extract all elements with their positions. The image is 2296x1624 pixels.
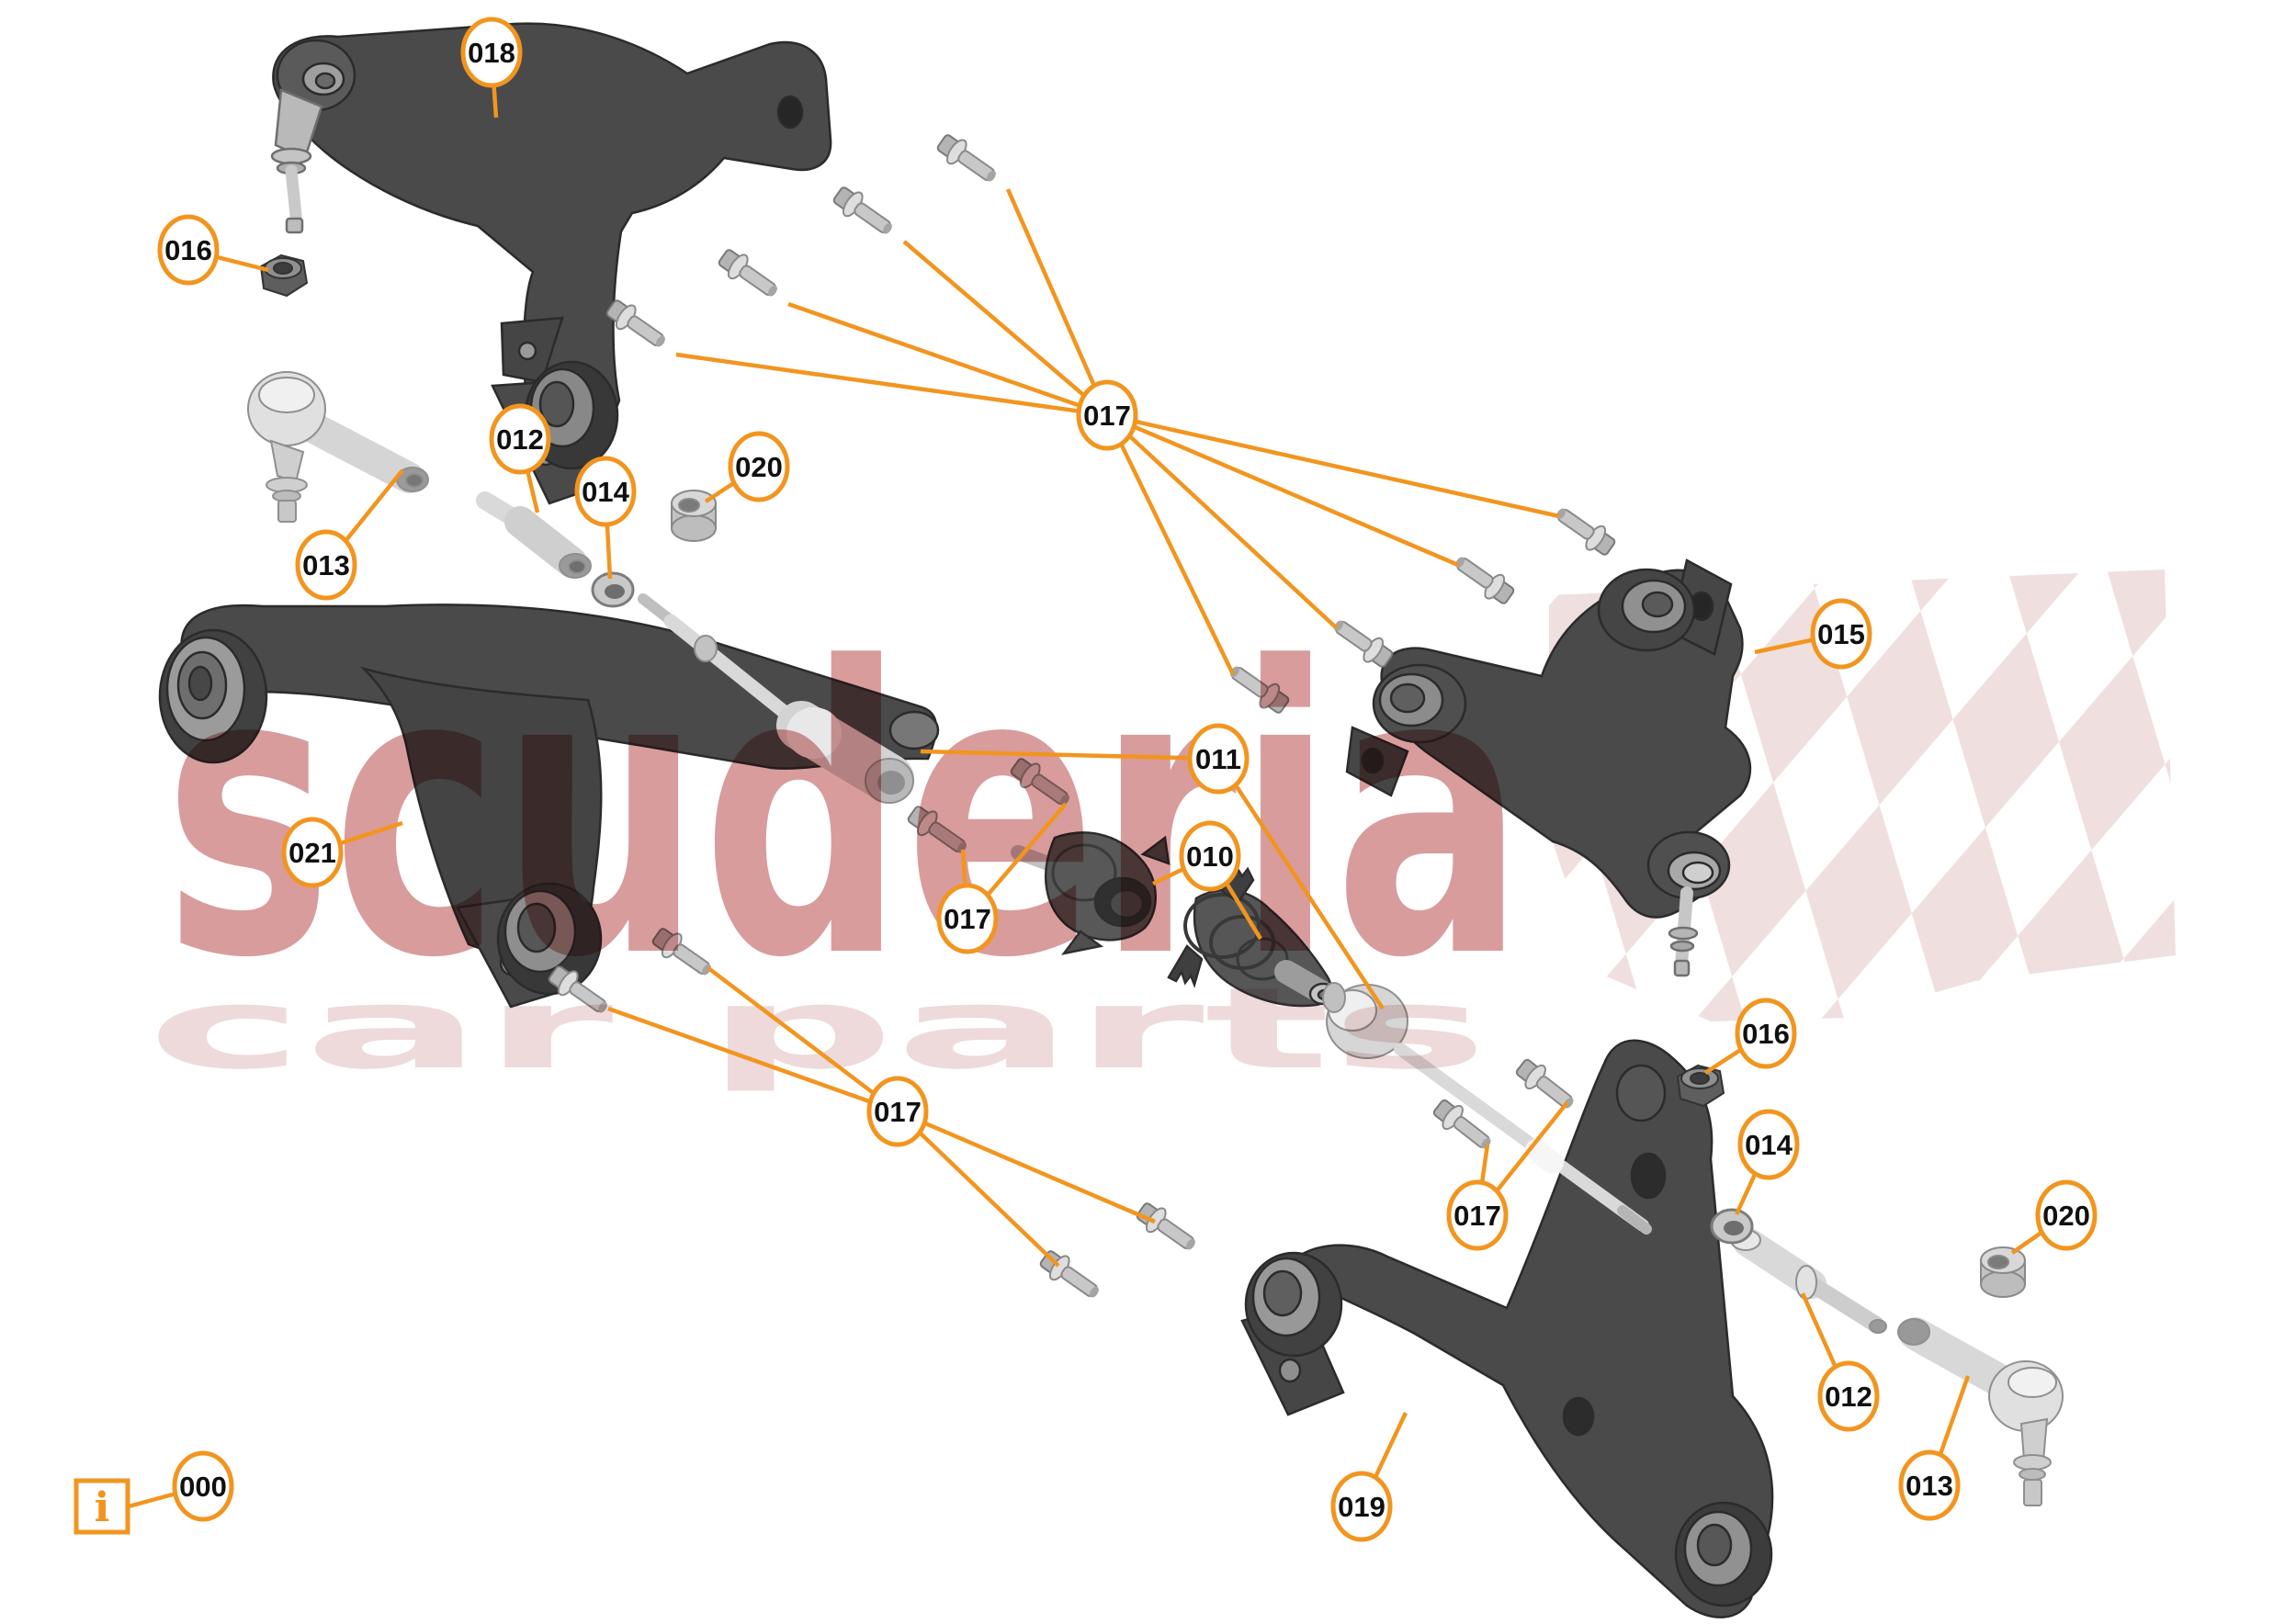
callout-label: 012 [496,423,544,456]
callout-021[interactable]: 021 [281,817,403,888]
leader-line [1105,413,1339,630]
inner-tie-rod-011-left [638,593,914,804]
callout-circle [1817,1360,1880,1432]
callout-circle [157,214,220,286]
callout-label: 010 [1186,840,1234,873]
watermark-line1: scuderia [164,585,1525,1044]
callout-013[interactable]: 013 [1898,1375,1971,1521]
callout-label: 017 [1083,400,1131,432]
callout-circle [1076,379,1138,451]
leader-line [707,966,899,1113]
callout-circle [1187,723,1250,795]
callout-015[interactable]: 015 [1754,598,1872,670]
callout-circle [728,431,790,502]
callout-019[interactable]: 019 [1330,1412,1408,1542]
nut-020-left [671,490,717,542]
inner-tie-rod-011-right [1322,982,1652,1235]
callout-circle [460,17,523,88]
callout-circle [1898,1449,1961,1521]
callout-label: 016 [1742,1018,1790,1050]
callout-circle [1735,998,1797,1069]
tie-rod-end-013-right [1897,1317,2064,1506]
brand-watermark: scuderia car parts [147,585,1525,1094]
callout-020[interactable]: 020 [704,431,790,503]
callout-018[interactable]: 018 [460,17,523,118]
callout-017[interactable]: 017 [607,966,1156,1268]
callout-circle [574,456,637,527]
callout-circle [489,403,551,475]
callout-label: 013 [302,549,350,581]
washer-014-left [591,571,635,608]
callout-label: 021 [288,837,336,869]
watermark-line2: car parts [147,964,1488,1094]
leader-line [787,301,1108,418]
callout-circle [1179,820,1241,892]
callout-label: 018 [468,37,515,69]
callout-label: 020 [2042,1200,2090,1232]
leader-line [1005,188,1110,416]
spacer-sleeve-012-right [1730,1227,1887,1334]
callout-label: 013 [1906,1470,1953,1502]
callout-circle [172,1450,234,1522]
leader-line [896,1110,1060,1268]
ball-joint-010-left [1011,831,1171,955]
info-icon[interactable]: i [74,1478,130,1535]
callout-017[interactable]: 017 [675,188,1560,675]
callout-circle [295,529,357,601]
callout-016[interactable]: 016 [157,214,269,286]
upper-control-arm-015 [1345,558,1752,977]
callout-014[interactable]: 014 [574,456,637,580]
ball-stud-015 [1668,886,1699,977]
callout-circle [936,883,999,954]
callout-012[interactable]: 012 [489,403,551,513]
nut-020-right [1980,1246,2026,1298]
callout-012[interactable]: 012 [1800,1292,1880,1432]
callout-017[interactable]: 017 [936,802,1068,954]
washer-014-right [1710,1208,1754,1245]
callout-circle [1330,1471,1393,1542]
callout-label: 011 [1195,743,1241,775]
nut-016-right [1676,1064,1725,1108]
callout-016[interactable]: 016 [1703,998,1797,1075]
leader-line [1106,412,1560,519]
callout-label: 012 [1825,1381,1872,1413]
callout-circle [1446,1179,1509,1251]
callout-circle [1810,598,1872,670]
leader-line [607,1006,899,1114]
callout-label: 014 [582,476,629,508]
ball-stud-018 [270,88,323,234]
info-icon-letter: i [95,1484,110,1531]
spacer-sleeve-012-left [476,491,592,579]
leader-line [1216,757,1385,1010]
leader-line [1106,412,1459,568]
callout-000[interactable]: 000 [128,1450,234,1522]
callout-circle [281,817,344,888]
callout-label: 016 [164,234,212,266]
callout-020[interactable]: 020 [2010,1179,2098,1255]
callout-circle [2035,1179,2098,1251]
callout-013[interactable]: 013 [295,468,404,601]
callout-label: 017 [874,1096,922,1128]
callout-label: 014 [1745,1129,1793,1161]
lower-control-arm-019 [1240,1039,1774,1618]
callout-label: 019 [1338,1491,1386,1523]
callout-circle [1737,1109,1800,1180]
leader-line [920,749,1219,761]
leader-line [897,1109,1156,1224]
callout-label: 000 [179,1471,227,1503]
leader-line [1104,414,1236,675]
callout-011[interactable]: 011 [920,723,1385,1010]
callout-014[interactable]: 014 [1734,1109,1800,1215]
callout-label: 017 [944,903,991,935]
tie-rod-end-013-left [247,371,429,523]
leader-line [675,352,1108,418]
callout-label: 017 [1453,1200,1501,1232]
callout-label: 020 [735,451,783,483]
callout-017[interactable]: 017 [1446,1100,1569,1251]
lower-control-arm-021 [158,603,940,1009]
callout-010[interactable]: 010 [1152,820,1262,941]
callout-label: 015 [1817,618,1865,650]
callout-circle [866,1076,929,1147]
leader-line [902,240,1109,417]
